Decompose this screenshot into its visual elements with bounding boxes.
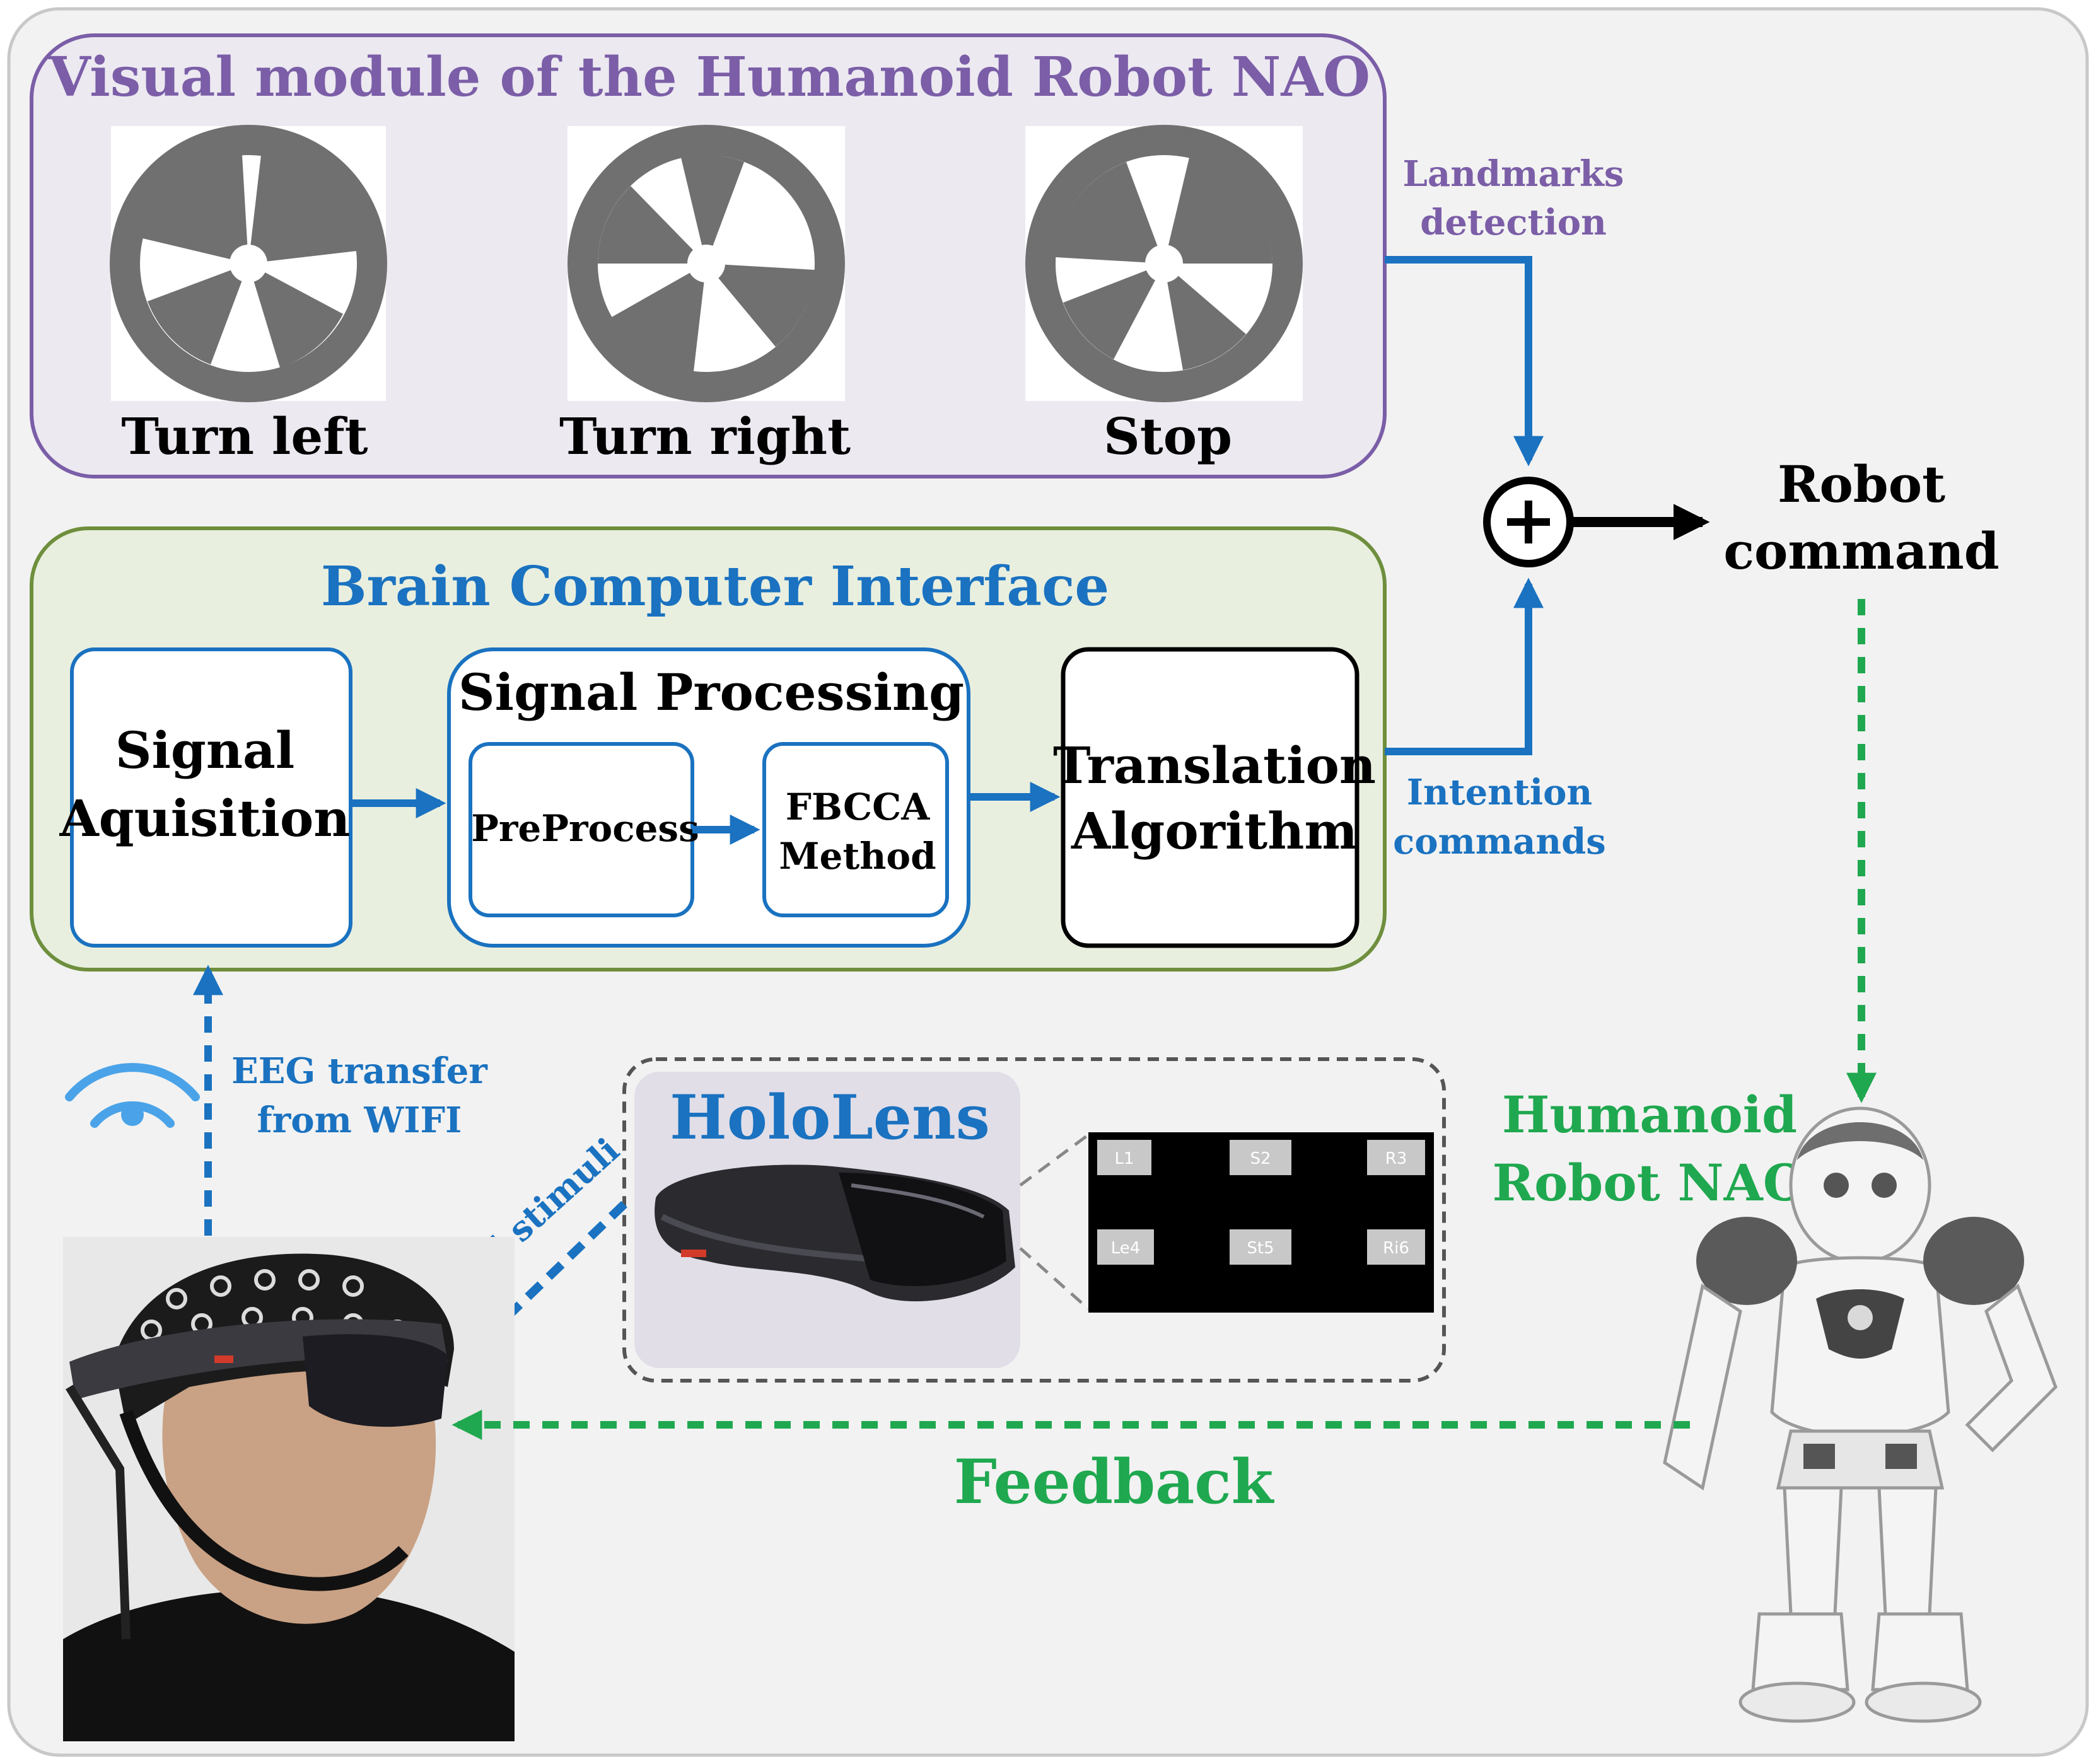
svg-text:L1: L1 xyxy=(1114,1149,1134,1168)
signal-acquisition-line1: Signal xyxy=(115,721,295,780)
hololens-group-box xyxy=(622,1057,1446,1383)
fbcca-line2: Method xyxy=(779,835,936,878)
landmark-turn-left-label: Turn left xyxy=(121,407,368,466)
landmark-stop-icon xyxy=(1025,125,1303,402)
robot-command-line1: Robot xyxy=(1778,455,1945,514)
bci-title: Brain Computer Interface xyxy=(321,555,1109,618)
svg-text:St5: St5 xyxy=(1247,1239,1274,1258)
svg-text:Ri6: Ri6 xyxy=(1383,1239,1409,1258)
hololens-title: HoloLens xyxy=(670,1082,990,1153)
signal-acquisition-line2: Aquisition xyxy=(59,789,351,848)
nao-robot-image xyxy=(1663,1106,2058,1723)
signal-acquisition-box xyxy=(70,647,352,948)
screen-button-s2: S2 xyxy=(1230,1140,1291,1175)
fbcca-line1: FBCCA xyxy=(786,786,931,828)
fbcca-box xyxy=(762,742,949,917)
screen-button-st5: St5 xyxy=(1230,1229,1291,1265)
screen-button-ri6: Ri6 xyxy=(1367,1229,1425,1265)
wifi-icon xyxy=(65,1063,200,1128)
robot-command-line2: command xyxy=(1723,521,1999,581)
hololens-screen: L1 S2 R3 Le4 St5 Ri6 xyxy=(1019,1132,1434,1313)
landmark-stop: Stop xyxy=(1025,125,1303,466)
landmark-turn-right-icon xyxy=(568,125,845,402)
svg-text:S2: S2 xyxy=(1250,1149,1271,1168)
user-photo xyxy=(63,1237,515,1741)
visual-module-title: Visual module of the Humanoid Robot NAO xyxy=(48,45,1370,109)
landmark-turn-left-icon xyxy=(110,125,387,402)
translation-line2: Algorithm xyxy=(1071,801,1358,861)
translation-line1: Translation xyxy=(1053,736,1376,795)
nao-label-line1: Humanoid xyxy=(1502,1085,1797,1144)
preprocess-label: PreProcess xyxy=(471,807,699,850)
feedback-label: Feedback xyxy=(954,1446,1275,1517)
landmarks-label-line1: Landmarks xyxy=(1403,153,1624,195)
eeg-label-line1: EEG transfer xyxy=(231,1050,488,1092)
landmark-stop-label: Stop xyxy=(1103,407,1232,466)
svg-text:Le4: Le4 xyxy=(1111,1239,1141,1258)
eeg-label-line2: from WIFI xyxy=(257,1100,462,1141)
screen-button-le4: Le4 xyxy=(1097,1229,1154,1265)
screen-button-r3: R3 xyxy=(1367,1140,1425,1175)
landmark-turn-right: Turn right xyxy=(559,125,851,466)
nao-label-line2: Robot NAO xyxy=(1493,1153,1807,1212)
intention-arrow xyxy=(1385,577,1544,755)
landmark-turn-right-label: Turn right xyxy=(559,407,851,466)
intention-label-line1: Intention xyxy=(1407,772,1592,813)
landmark-turn-left: Turn left xyxy=(110,125,387,466)
sum-node xyxy=(1483,477,1574,567)
signal-processing-title: Signal Processing xyxy=(458,663,964,722)
landmarks-arrow xyxy=(1385,256,1544,467)
intention-label-line2: commands xyxy=(1393,821,1606,862)
landmarks-label-line2: detection xyxy=(1420,202,1607,243)
hololens-headset-image xyxy=(655,1164,1015,1302)
translation-box xyxy=(1061,647,1359,948)
svg-text:R3: R3 xyxy=(1385,1149,1407,1168)
screen-button-l1: L1 xyxy=(1097,1140,1151,1175)
